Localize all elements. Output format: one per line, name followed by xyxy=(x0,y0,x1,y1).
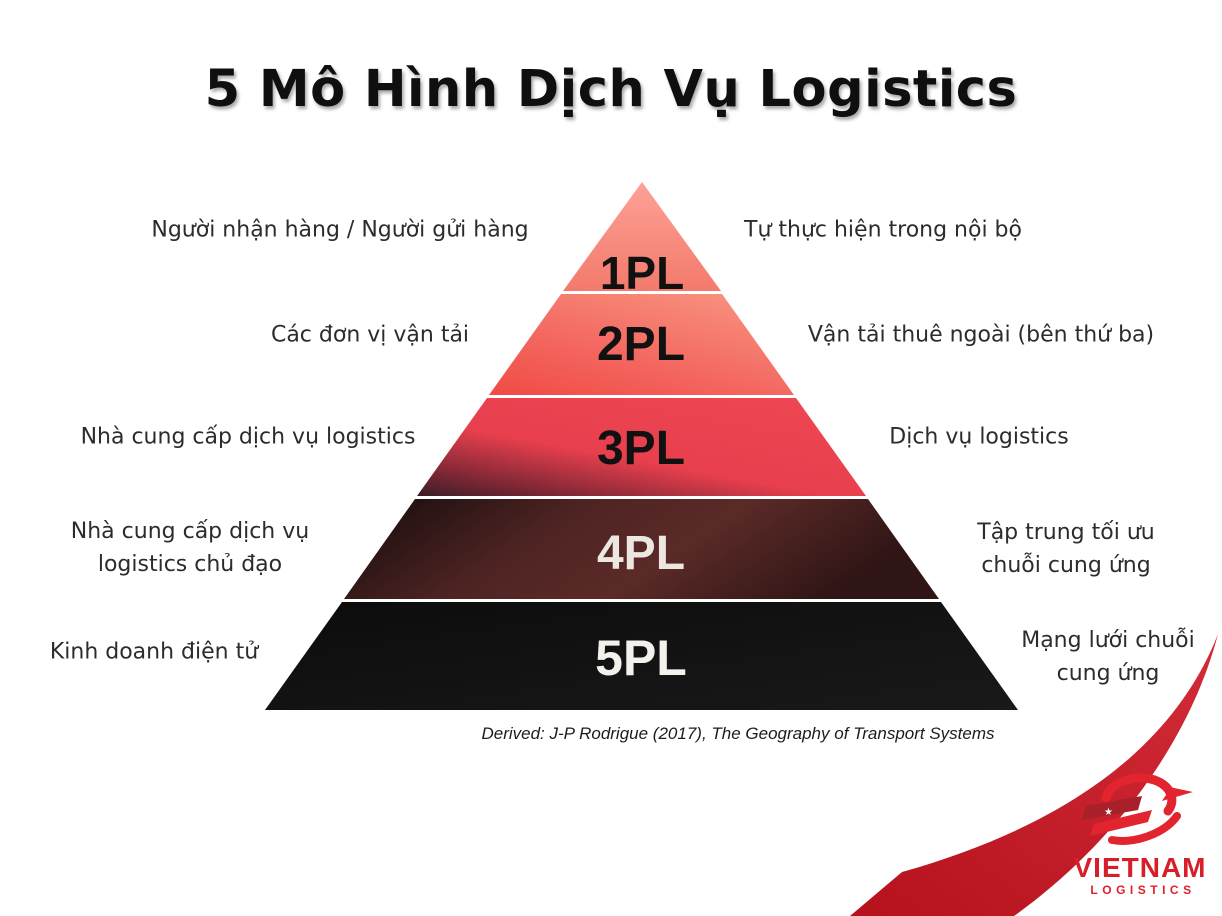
level-3-left-label: Nhà cung cấp dịch vụ logistics xyxy=(80,424,416,450)
pyramid-level-2-label: 2PL xyxy=(597,318,685,371)
level-3-right-label: Dịch vụ logistics xyxy=(889,424,1069,450)
logo-subtitle-text: LOGISTICS xyxy=(1090,883,1196,897)
level-1-right-label: Tự thực hiện trong nội bộ xyxy=(744,217,1022,243)
level-5-left-label: Kinh doanh điện tử xyxy=(49,639,259,665)
logo-plane-icon xyxy=(1160,785,1193,801)
level-4-left-label: Nhà cung cấp dịch vụ logistics chủ đạo xyxy=(70,519,310,577)
logo-swirl-bottom-icon xyxy=(1108,812,1181,845)
pyramid-level-3 xyxy=(417,398,866,496)
pyramid-level-3-label: 3PL xyxy=(597,422,685,475)
pyramid-level-1-label: 1PL xyxy=(600,247,684,299)
pyramid-level-5 xyxy=(265,602,1018,710)
pyramid-level-4 xyxy=(344,499,939,599)
logo-star-icon: ★ xyxy=(1104,807,1113,818)
logo-swirl-top-icon xyxy=(1101,773,1177,816)
source-citation: Derived: J-P Rodrigue (2017), The Geogra… xyxy=(481,724,995,743)
level-1-left-label: Người nhận hàng / Người gửi hàng xyxy=(151,217,529,243)
vietnam-logistics-logo-icon: ★ xyxy=(1082,773,1193,845)
logo-stripe-icon xyxy=(1090,810,1152,836)
level-2-right-label: Vận tải thuê ngoài (bên thứ ba) xyxy=(807,322,1155,348)
pyramid-level-4-label: 4PL xyxy=(597,527,685,580)
level-5-right-label: Mạng lưới chuỗi cung ứng xyxy=(1021,628,1195,686)
level-4-right-label: Tập trung tối ưu chuỗi cung ứng xyxy=(977,520,1155,578)
logo-flag-stripe-icon xyxy=(1082,796,1142,820)
pyramid-level-1 xyxy=(563,182,721,291)
pyramid-level-5-label: 5PL xyxy=(595,630,687,686)
pyramid-diagram: 1PL 2PL 3PL 4PL 5PL xyxy=(265,182,1018,710)
level-2-left-label: Các đơn vị vận tải xyxy=(270,322,470,348)
page-title: 5 Mô Hình Dịch Vụ Logistics xyxy=(204,60,1018,119)
pyramid-level-2 xyxy=(489,294,794,395)
logo-brand-text: VIETNAM xyxy=(1073,852,1207,883)
